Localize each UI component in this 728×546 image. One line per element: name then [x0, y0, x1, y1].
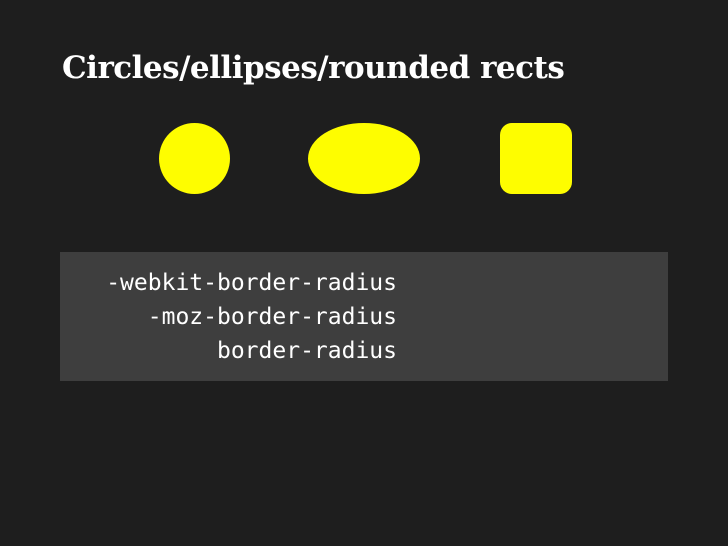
- yellow-circle-shape: [159, 123, 230, 194]
- slide-title: Circles/ellipses/rounded rects: [62, 50, 565, 86]
- yellow-rounded-rect-shape: [500, 123, 572, 194]
- yellow-ellipse-shape: [308, 123, 420, 194]
- code-line-standard: border-radius: [216, 338, 397, 364]
- code-block: -webkit-border-radius -moz-border-radius…: [60, 252, 668, 381]
- code-line-moz: -moz-border-radius: [147, 304, 397, 330]
- code-line-webkit: -webkit-border-radius: [106, 270, 397, 296]
